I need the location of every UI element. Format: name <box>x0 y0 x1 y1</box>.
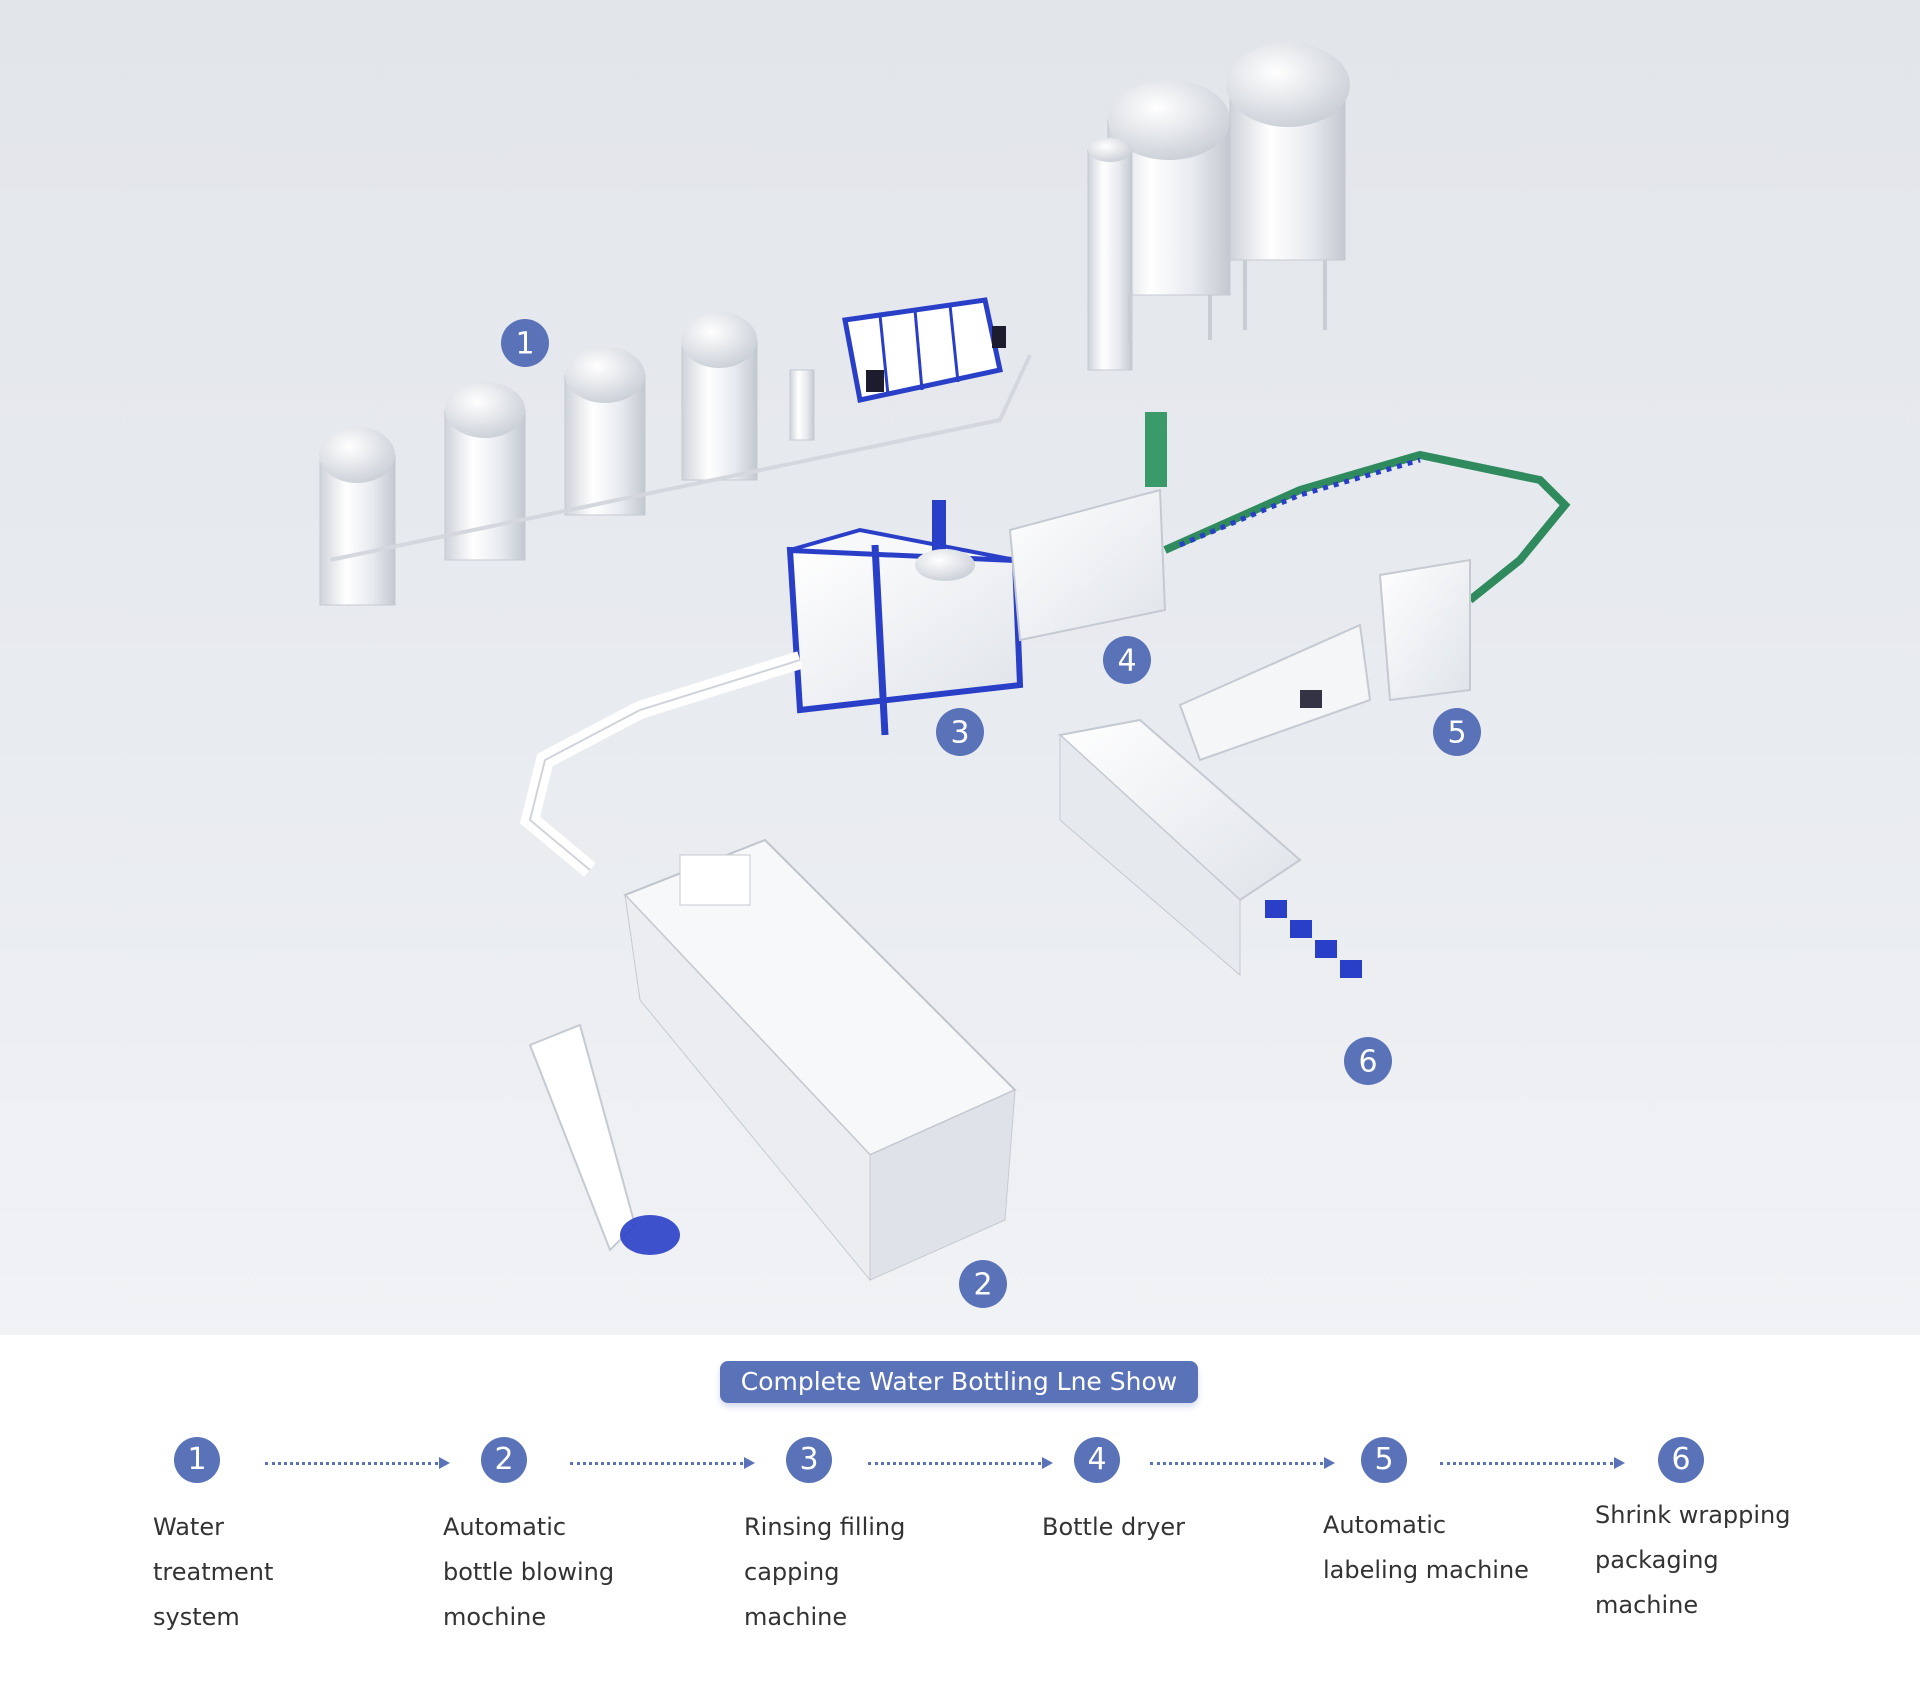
scene-badge-5: 5 <box>1433 708 1481 756</box>
step-label-4: Bottle dryer <box>1042 1513 1185 1541</box>
conveyors <box>519 450 1571 877</box>
scene-badge-3: 3 <box>936 708 984 756</box>
step-badge-6: 6 <box>1658 1437 1704 1483</box>
step-label-1: Water treatment system <box>153 1513 274 1631</box>
svg-text:1: 1 <box>515 327 534 362</box>
svg-text:2: 2 <box>973 1268 992 1303</box>
rinsing-filling-capping-machine <box>786 500 1024 736</box>
svg-text:5: 5 <box>1447 716 1466 751</box>
step-badge-4: 4 <box>1074 1437 1120 1483</box>
step-label-5: Automatic labeling machine <box>1323 1511 1529 1584</box>
arrow-1-2 <box>265 1457 450 1469</box>
bottle-blowing-machine <box>528 838 1017 1282</box>
water-treatment-tanks <box>319 312 1032 606</box>
arrow-2-3 <box>570 1457 755 1469</box>
step-label-2: Automatic bottle blowing mochine <box>443 1513 615 1631</box>
step-badge-3: 3 <box>786 1437 832 1483</box>
step-label-6: Shrink wrapping packaging machine <box>1595 1501 1791 1619</box>
svg-text:4: 4 <box>1117 644 1136 679</box>
scene-badge-1: 1 <box>501 319 549 367</box>
labeling-machine <box>1178 558 1471 762</box>
step-badge-1: 1 <box>174 1437 220 1483</box>
process-legend: Complete Water Bottling Lne Show 1 Water… <box>0 1335 1920 1694</box>
arrow-4-5 <box>1150 1457 1335 1469</box>
scene-badge-6: 6 <box>1344 1037 1392 1085</box>
arrow-5-6 <box>1440 1457 1625 1469</box>
storage-silos <box>1087 43 1350 371</box>
svg-text:6: 6 <box>1358 1045 1377 1080</box>
shrink-wrapping-machine <box>1057 718 1362 978</box>
step-label-3: Rinsing filling capping machine <box>744 1513 906 1631</box>
scene-badges: 1 2 3 4 5 6 <box>501 319 1481 1308</box>
scene-badge-4: 4 <box>1103 636 1151 684</box>
step-badge-5: 5 <box>1361 1437 1407 1483</box>
scene-badge-2: 2 <box>959 1260 1007 1308</box>
step-badge-2: 2 <box>481 1437 527 1483</box>
arrow-3-4 <box>868 1457 1053 1469</box>
ro-filtration-unit <box>842 297 1006 403</box>
production-line-illustration: 1 2 3 4 5 6 <box>0 0 1920 1335</box>
bottle-dryer <box>1008 412 1167 642</box>
svg-text:3: 3 <box>950 716 969 751</box>
legend-title: Complete Water Bottling Lne Show <box>720 1361 1198 1403</box>
